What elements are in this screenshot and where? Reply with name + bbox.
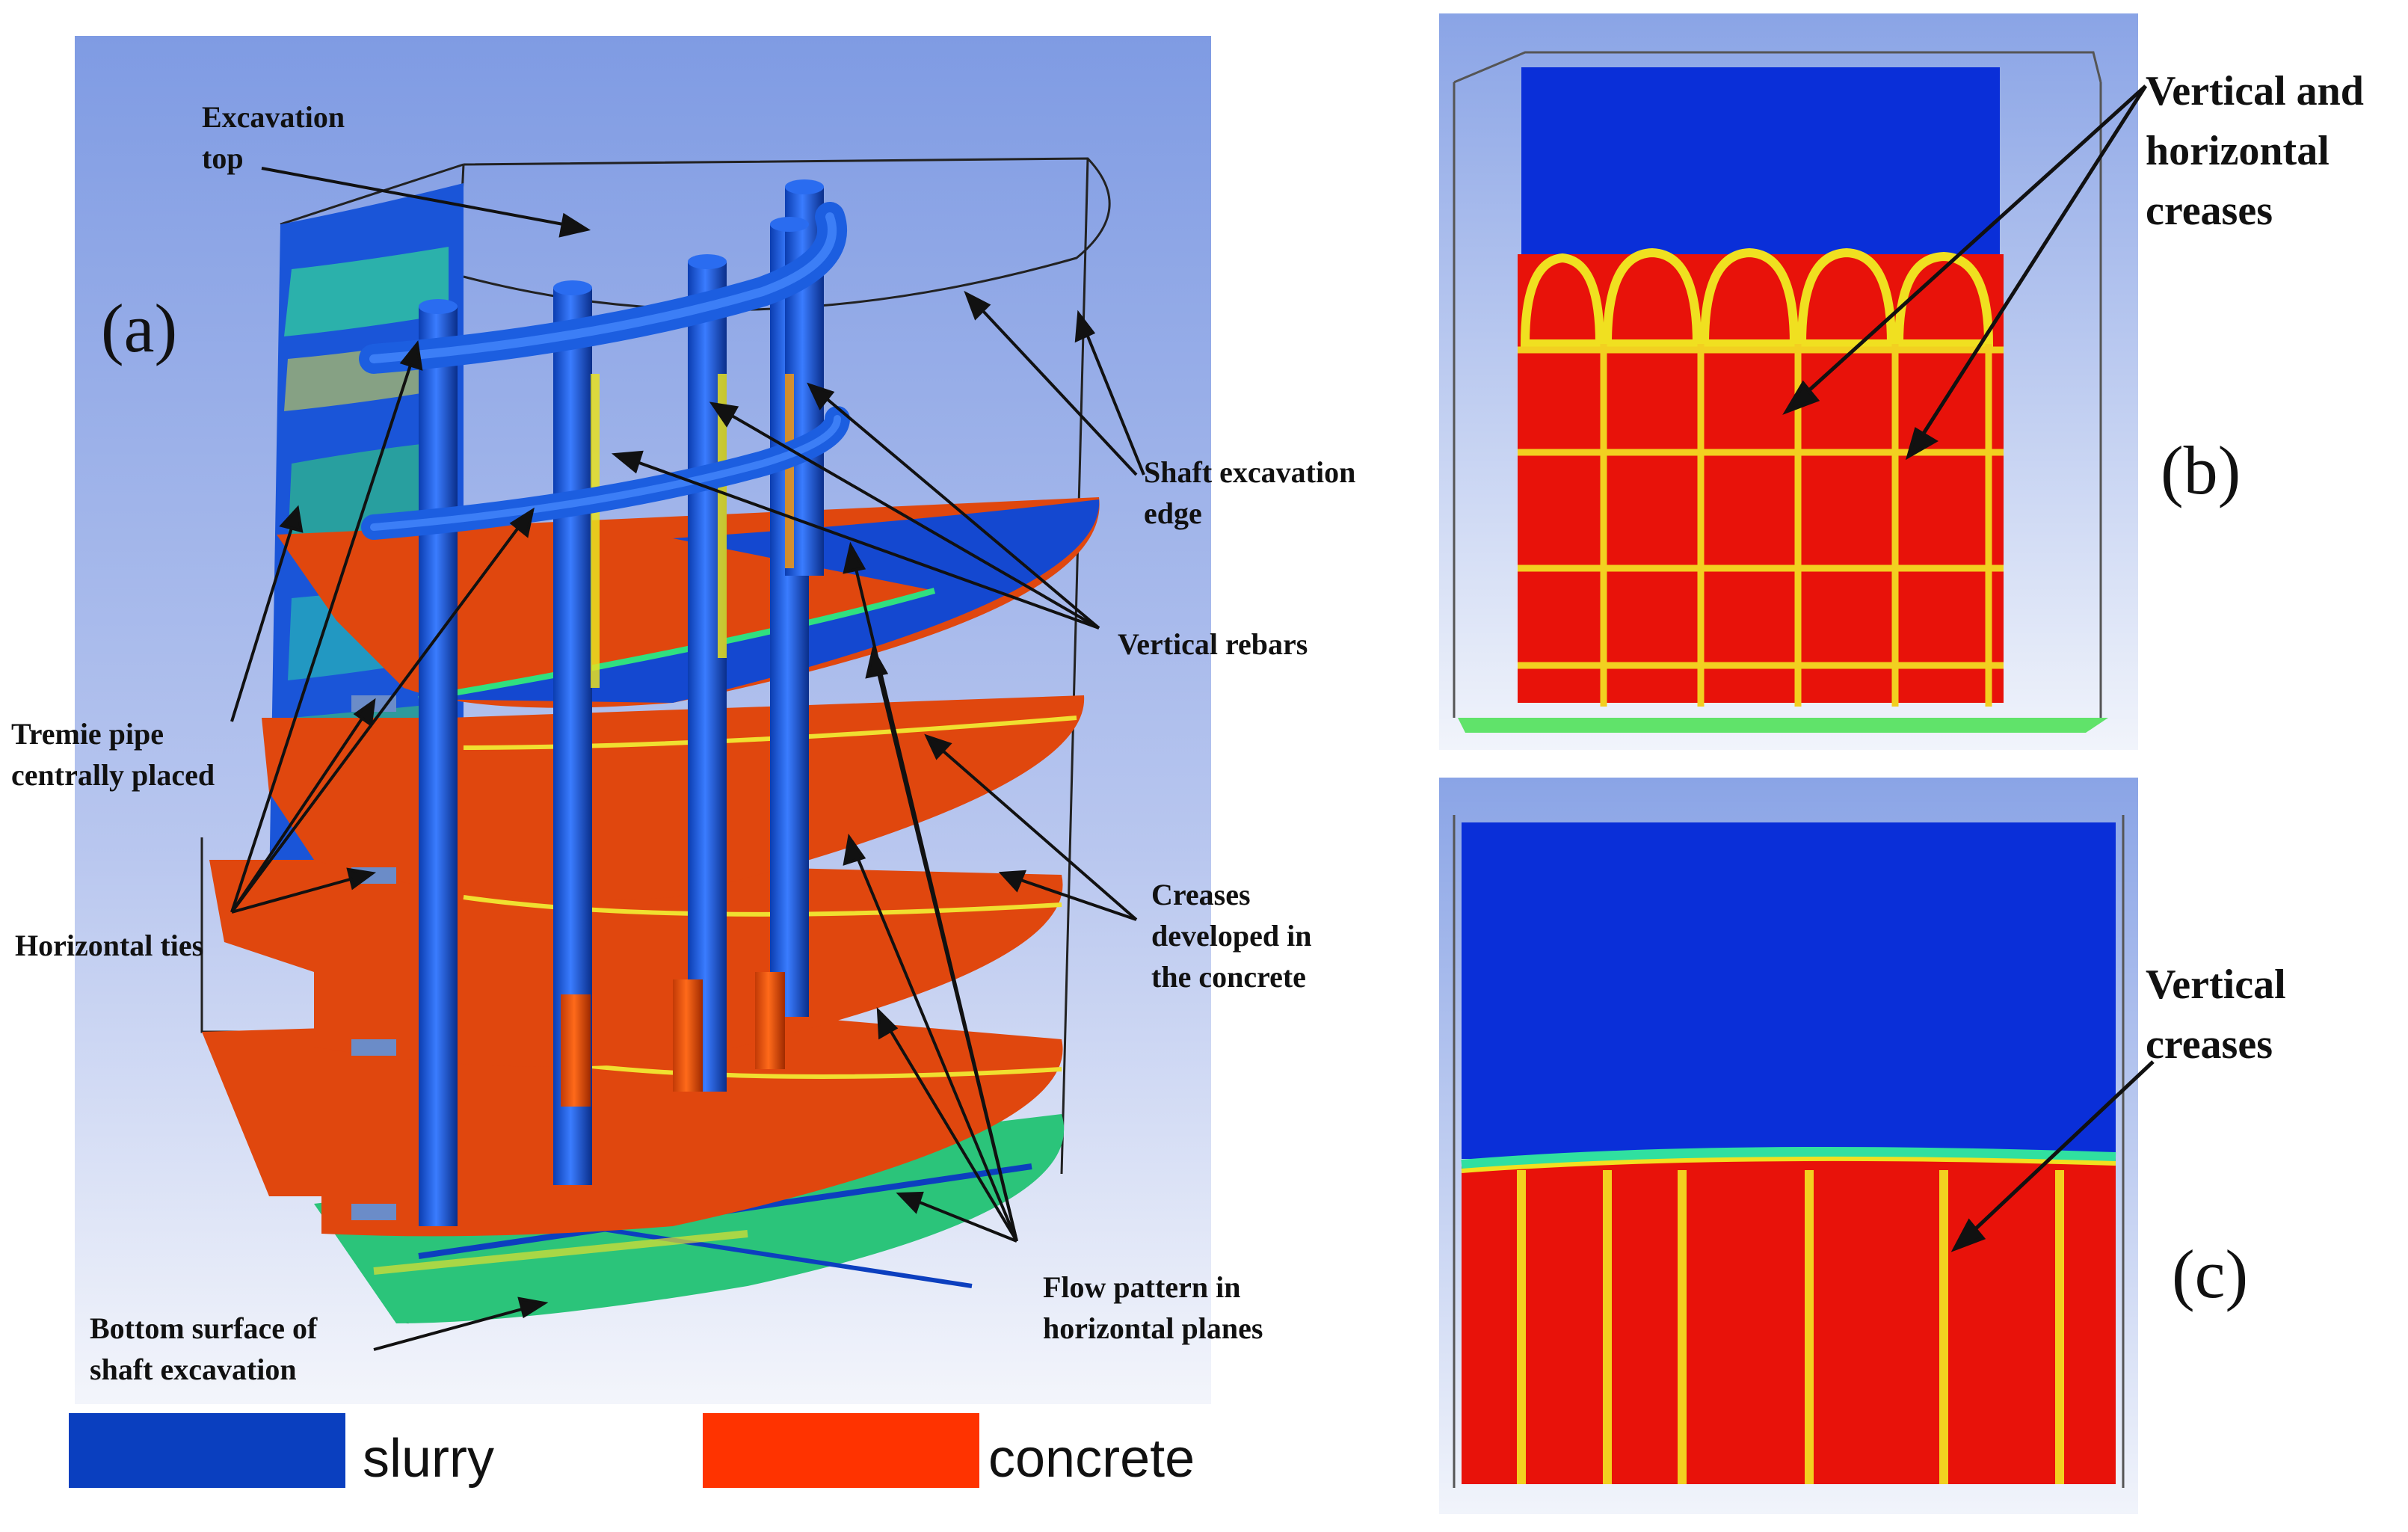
panel-c-vertical-creases	[1517, 1170, 2064, 1484]
panel-c-tag: (c)	[2172, 1236, 2248, 1312]
horizontal-plane-2	[262, 695, 1085, 901]
legend-label-slurry: slurry	[363, 1429, 494, 1489]
label-flow-2: horizontal planes	[1043, 1311, 1263, 1345]
legend: slurry concrete	[69, 1413, 1195, 1489]
horizontal-ties	[359, 202, 850, 540]
legend-swatch-slurry	[69, 1413, 345, 1488]
panel-b-slurry	[1521, 67, 2000, 262]
panel-b-arrows	[1782, 84, 2148, 461]
panel-b-tag: (b)	[2161, 432, 2241, 508]
panel-c-concrete	[1462, 1153, 2116, 1484]
label-shaft-edge-2: edge	[1144, 496, 1202, 530]
panel-c-label-2: creases	[2146, 1021, 2273, 1068]
panel-a-tag: (a)	[101, 290, 177, 366]
panel-c: (c) Vertical creases	[1439, 778, 2286, 1514]
legend-label-concrete: concrete	[988, 1429, 1195, 1489]
panel-b: (b) Vertical and horizontal creases	[1439, 13, 2364, 750]
panel-b-dome-cells	[1520, 247, 1994, 348]
panel-a-arrows	[230, 167, 1145, 1351]
vertical-rebars	[419, 179, 824, 1226]
label-excavation-top-1: Excavation	[202, 100, 345, 134]
label-bottom-1: Bottom surface of	[90, 1311, 318, 1345]
panel-b-horizontal-creases	[1518, 346, 2004, 669]
label-creases-3: the concrete	[1151, 960, 1306, 994]
label-horizontal-ties: Horizontal ties	[15, 929, 203, 962]
label-vertical-rebars: Vertical rebars	[1118, 627, 1308, 661]
panel-b-label-1: Vertical and	[2146, 68, 2364, 114]
label-creases-1: Creases	[1151, 878, 1251, 911]
label-shaft-edge-1: Shaft excavation	[1144, 455, 1355, 489]
panel-c-slurry	[1462, 822, 2116, 1159]
panel-a: (a) Excavation top Shaft excavation edge…	[11, 36, 1355, 1404]
panel-b-label-3: creases	[2146, 188, 2273, 234]
panel-c-arrow	[1950, 1060, 2155, 1252]
label-creases-2: developed in	[1151, 919, 1311, 953]
label-tremie-1: Tremie pipe	[11, 717, 164, 751]
legend-swatch-concrete	[703, 1413, 979, 1488]
panel-c-label-1: Vertical	[2146, 962, 2286, 1008]
label-tremie-2: centrally placed	[11, 758, 215, 792]
label-bottom-2: shaft excavation	[90, 1353, 297, 1386]
panel-b-label-2: horizontal	[2146, 128, 2330, 174]
label-flow-1: Flow pattern in	[1043, 1270, 1240, 1304]
label-excavation-top-2: top	[202, 141, 244, 175]
